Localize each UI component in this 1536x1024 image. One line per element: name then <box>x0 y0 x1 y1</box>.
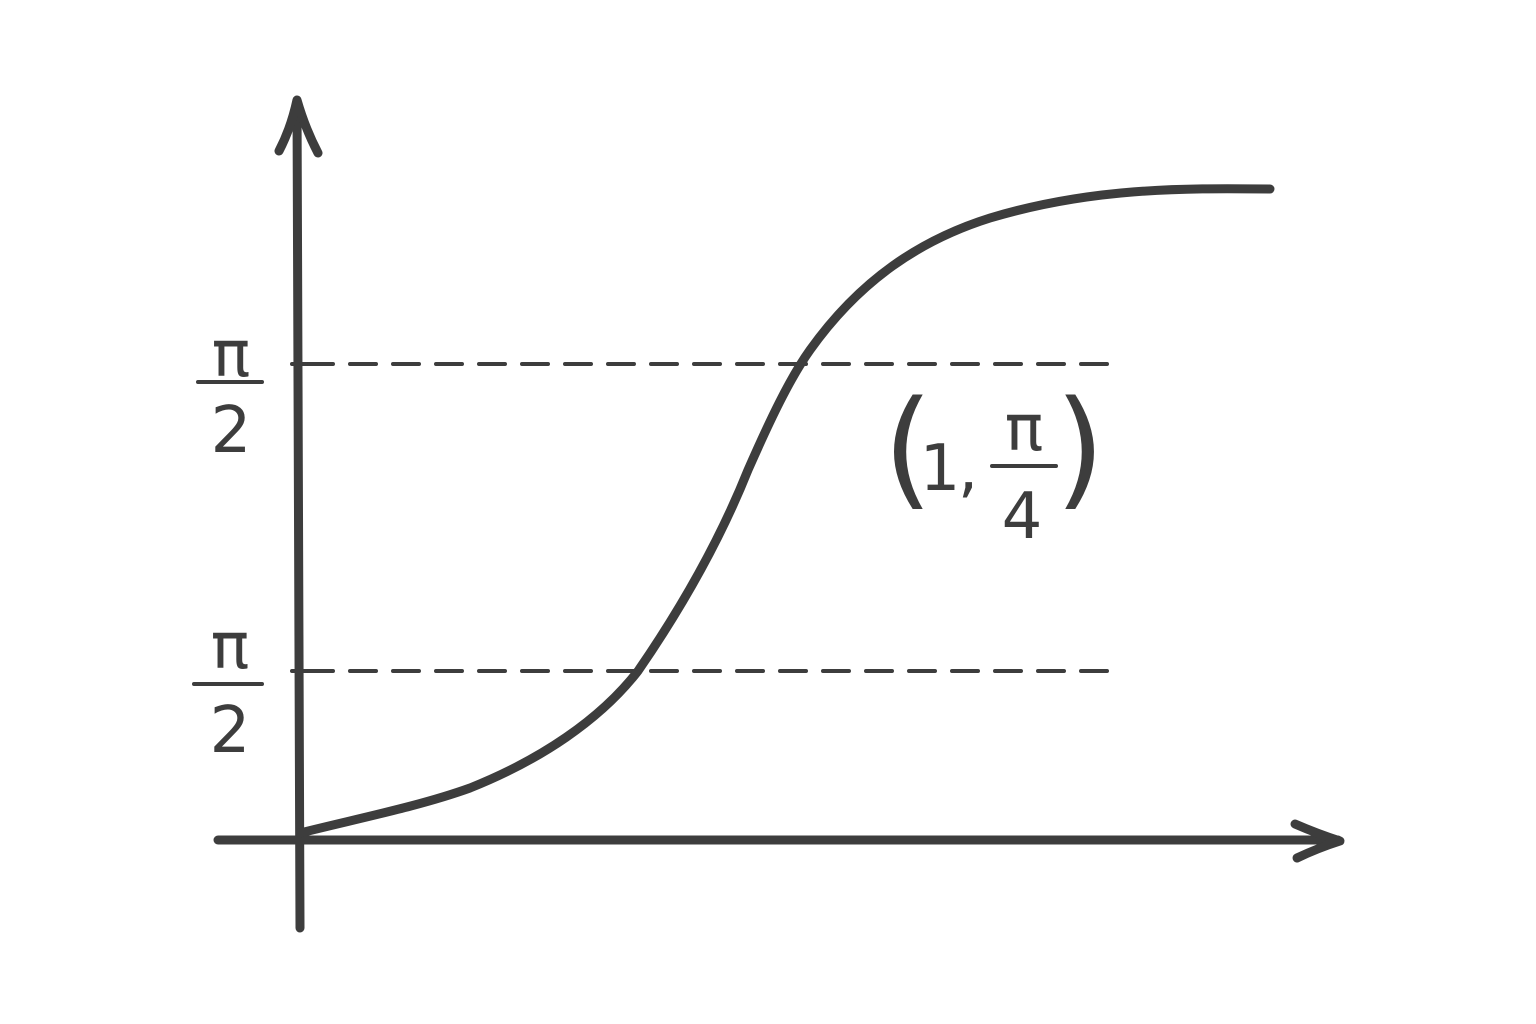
point-annotation: ( 1 , π 4 ) <box>883 374 1105 554</box>
lower-y-label-denominator: 2 <box>210 694 251 768</box>
sigmoid-curve <box>295 184 1275 838</box>
y-axis <box>292 97 305 933</box>
point-annotation-x: 1 <box>920 432 961 506</box>
point-annotation-y-numerator: π <box>1005 392 1044 466</box>
upper-y-label-numerator: π <box>212 318 251 392</box>
lower-y-label-numerator: π <box>211 610 250 684</box>
point-annotation-open-paren: ( <box>883 374 933 523</box>
point-annotation-close-paren: ) <box>1055 374 1105 523</box>
x-axis-arrowhead <box>1290 819 1345 863</box>
y-axis-arrowhead <box>274 95 323 158</box>
lower-y-label: π 2 <box>192 610 264 768</box>
point-annotation-y-denominator: 4 <box>1002 480 1043 554</box>
upper-y-label-denominator: 2 <box>211 394 252 468</box>
upper-y-label: π 2 <box>196 318 264 468</box>
point-annotation-comma: , <box>958 432 978 506</box>
